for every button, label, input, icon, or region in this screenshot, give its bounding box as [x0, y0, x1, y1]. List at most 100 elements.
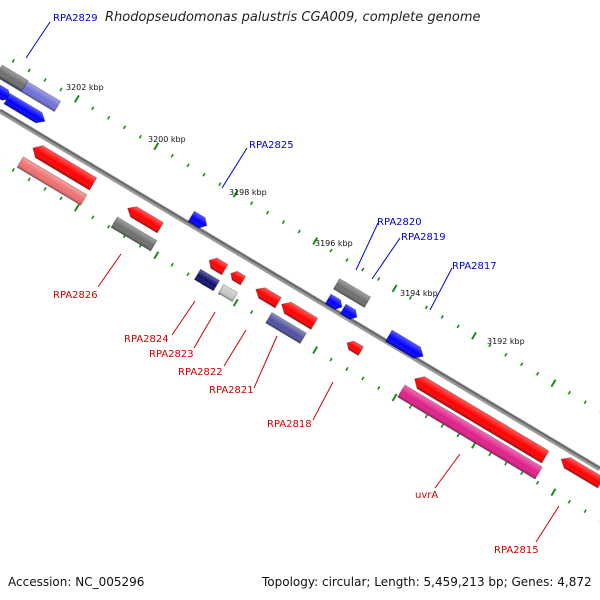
gene-feature-red[interactable] [228, 269, 247, 286]
tick-mark-outer [265, 210, 270, 215]
gene-feature-rpa2818[interactable] [345, 339, 364, 356]
tick-mark-inner [456, 433, 460, 438]
gene-label-forward[interactable]: RPA2829 [53, 13, 98, 24]
gene-feature-red[interactable] [29, 142, 98, 191]
gene-feature-rpa2823[interactable] [218, 284, 238, 302]
tick-mark-inner [73, 203, 80, 212]
tick-mark-outer [232, 189, 239, 198]
tick-mark-outer [408, 295, 413, 300]
label-leader-lines [25, 21, 560, 543]
tick-mark-inner [424, 414, 428, 419]
gene-label-reverse[interactable]: RPA2818 [267, 419, 312, 430]
leader-line [171, 300, 196, 336]
tick-mark-outer [281, 220, 285, 225]
tick-mark-outer [59, 87, 63, 92]
gene-label-reverse[interactable]: RPA2822 [178, 367, 223, 378]
tick-mark-inner [440, 423, 444, 428]
topology-summary-text: Topology: circular; Length: 5,459,213 bp… [262, 575, 592, 589]
kbp-label: 3202 kbp [66, 83, 104, 92]
accession-text: Accession: NC_005296 [8, 575, 145, 589]
gene-feature-rpa2821[interactable] [278, 299, 319, 330]
tick-mark-inner [377, 386, 381, 390]
tick-mark-inner [312, 346, 319, 354]
tick-mark-outer [535, 371, 540, 376]
gene-feature-rpa2820[interactable] [332, 278, 372, 308]
gene-feature-blue-left[interactable] [0, 79, 14, 104]
gene-feature-pink[interactable] [16, 156, 88, 206]
tick-mark-outer [329, 248, 333, 253]
gene-feature-uvra[interactable] [397, 384, 543, 480]
map-title: Rhodopseudomonas palustris CGA009, compl… [105, 10, 481, 25]
tick-mark-outer [27, 68, 31, 73]
gene-feature-rpa2824[interactable] [193, 268, 221, 292]
tick-mark-inner [391, 393, 398, 402]
gene-label-reverse[interactable]: RPA2821 [209, 385, 254, 396]
tick-mark-outer [138, 134, 143, 139]
tick-mark-outer [456, 324, 460, 329]
tick-mark-inner [186, 272, 190, 277]
gene-feature-slate[interactable] [265, 312, 307, 344]
gene-feature-blue[interactable] [339, 303, 359, 322]
gene-feature-rpa2819[interactable] [324, 293, 344, 312]
tick-mark-outer [583, 400, 587, 405]
tick-mark-inner [488, 452, 492, 457]
kbp-scale-labels: 3202 kbp 3200 kbp 3198 kbp 3196 kbp 3194 kbp… [66, 83, 525, 346]
gene-label-reverse[interactable]: uvrA [415, 490, 438, 501]
kbp-label: 3194 kbp [400, 289, 438, 298]
tick-mark-inner [43, 186, 47, 191]
gene-feature-grey-top[interactable] [0, 64, 29, 92]
tick-mark-outer [377, 277, 381, 281]
kbp-label: 3200 kbp [148, 135, 186, 144]
gene-feature-red[interactable] [206, 255, 229, 276]
tick-mark-outer [391, 284, 398, 293]
gene-feature-rpa2815[interactable] [558, 454, 600, 489]
gene-label-forward[interactable]: RPA2820 [377, 217, 422, 228]
gene-label-reverse[interactable]: RPA2823 [149, 349, 194, 360]
gene-label-reverse[interactable]: RPA2815 [494, 545, 539, 556]
gene-feature-blue[interactable] [3, 93, 48, 127]
leader-line [355, 222, 379, 271]
tick-mark-inner [567, 499, 571, 504]
tick-mark-outer [218, 182, 222, 187]
gene-label-forward[interactable]: RPA2825 [249, 140, 294, 151]
gene-feature-rpa2826[interactable] [110, 216, 158, 252]
gene-label-reverse[interactable]: RPA2826 [53, 290, 98, 301]
tick-mark-inner [107, 224, 111, 229]
gene-label-forward[interactable]: RPA2817 [452, 261, 497, 272]
gene-feature-rpa2822[interactable] [253, 284, 282, 309]
kbp-label: 3198 kbp [229, 188, 267, 197]
tick-mark-inner [504, 461, 508, 466]
tick-mark-outer [170, 153, 174, 158]
gene-feature-rpa2817[interactable] [384, 329, 426, 362]
tick-mark-outer [73, 94, 80, 103]
tick-mark-inner [250, 310, 254, 315]
leader-line [312, 381, 334, 421]
tick-mark-outer [440, 314, 444, 319]
tick-mark-outer [424, 305, 428, 310]
gene-feature-blue[interactable] [187, 210, 210, 231]
tick-marks-outer [0, 48, 600, 414]
tick-mark-outer [488, 343, 492, 348]
gene-label-reverse[interactable]: RPA2824 [124, 334, 169, 345]
tick-mark-outer [567, 390, 571, 395]
tick-mark-outer [504, 352, 508, 357]
leader-line [371, 237, 401, 280]
tick-mark-inner [361, 376, 365, 381]
leader-line [193, 311, 216, 349]
gene-features [0, 64, 600, 489]
gene-feature-red[interactable] [125, 203, 164, 234]
kbp-label: 3196 kbp [315, 239, 353, 248]
gene-labels: RPA2829RPA2825RPA2820RPA2819RPA2817RPA28… [53, 13, 539, 556]
tick-mark-outer [297, 229, 301, 234]
leader-line [434, 453, 461, 489]
leader-line [429, 267, 453, 311]
tick-mark-outer [345, 258, 349, 262]
gene-label-forward[interactable]: RPA2819 [401, 232, 446, 243]
gene-feature-red[interactable] [411, 373, 550, 464]
tick-mark-inner [91, 215, 95, 220]
tick-mark-inner [329, 357, 333, 362]
tick-mark-outer [107, 115, 111, 120]
kbp-label: 3192 kbp [487, 337, 525, 346]
tick-mark-outer [250, 201, 254, 206]
